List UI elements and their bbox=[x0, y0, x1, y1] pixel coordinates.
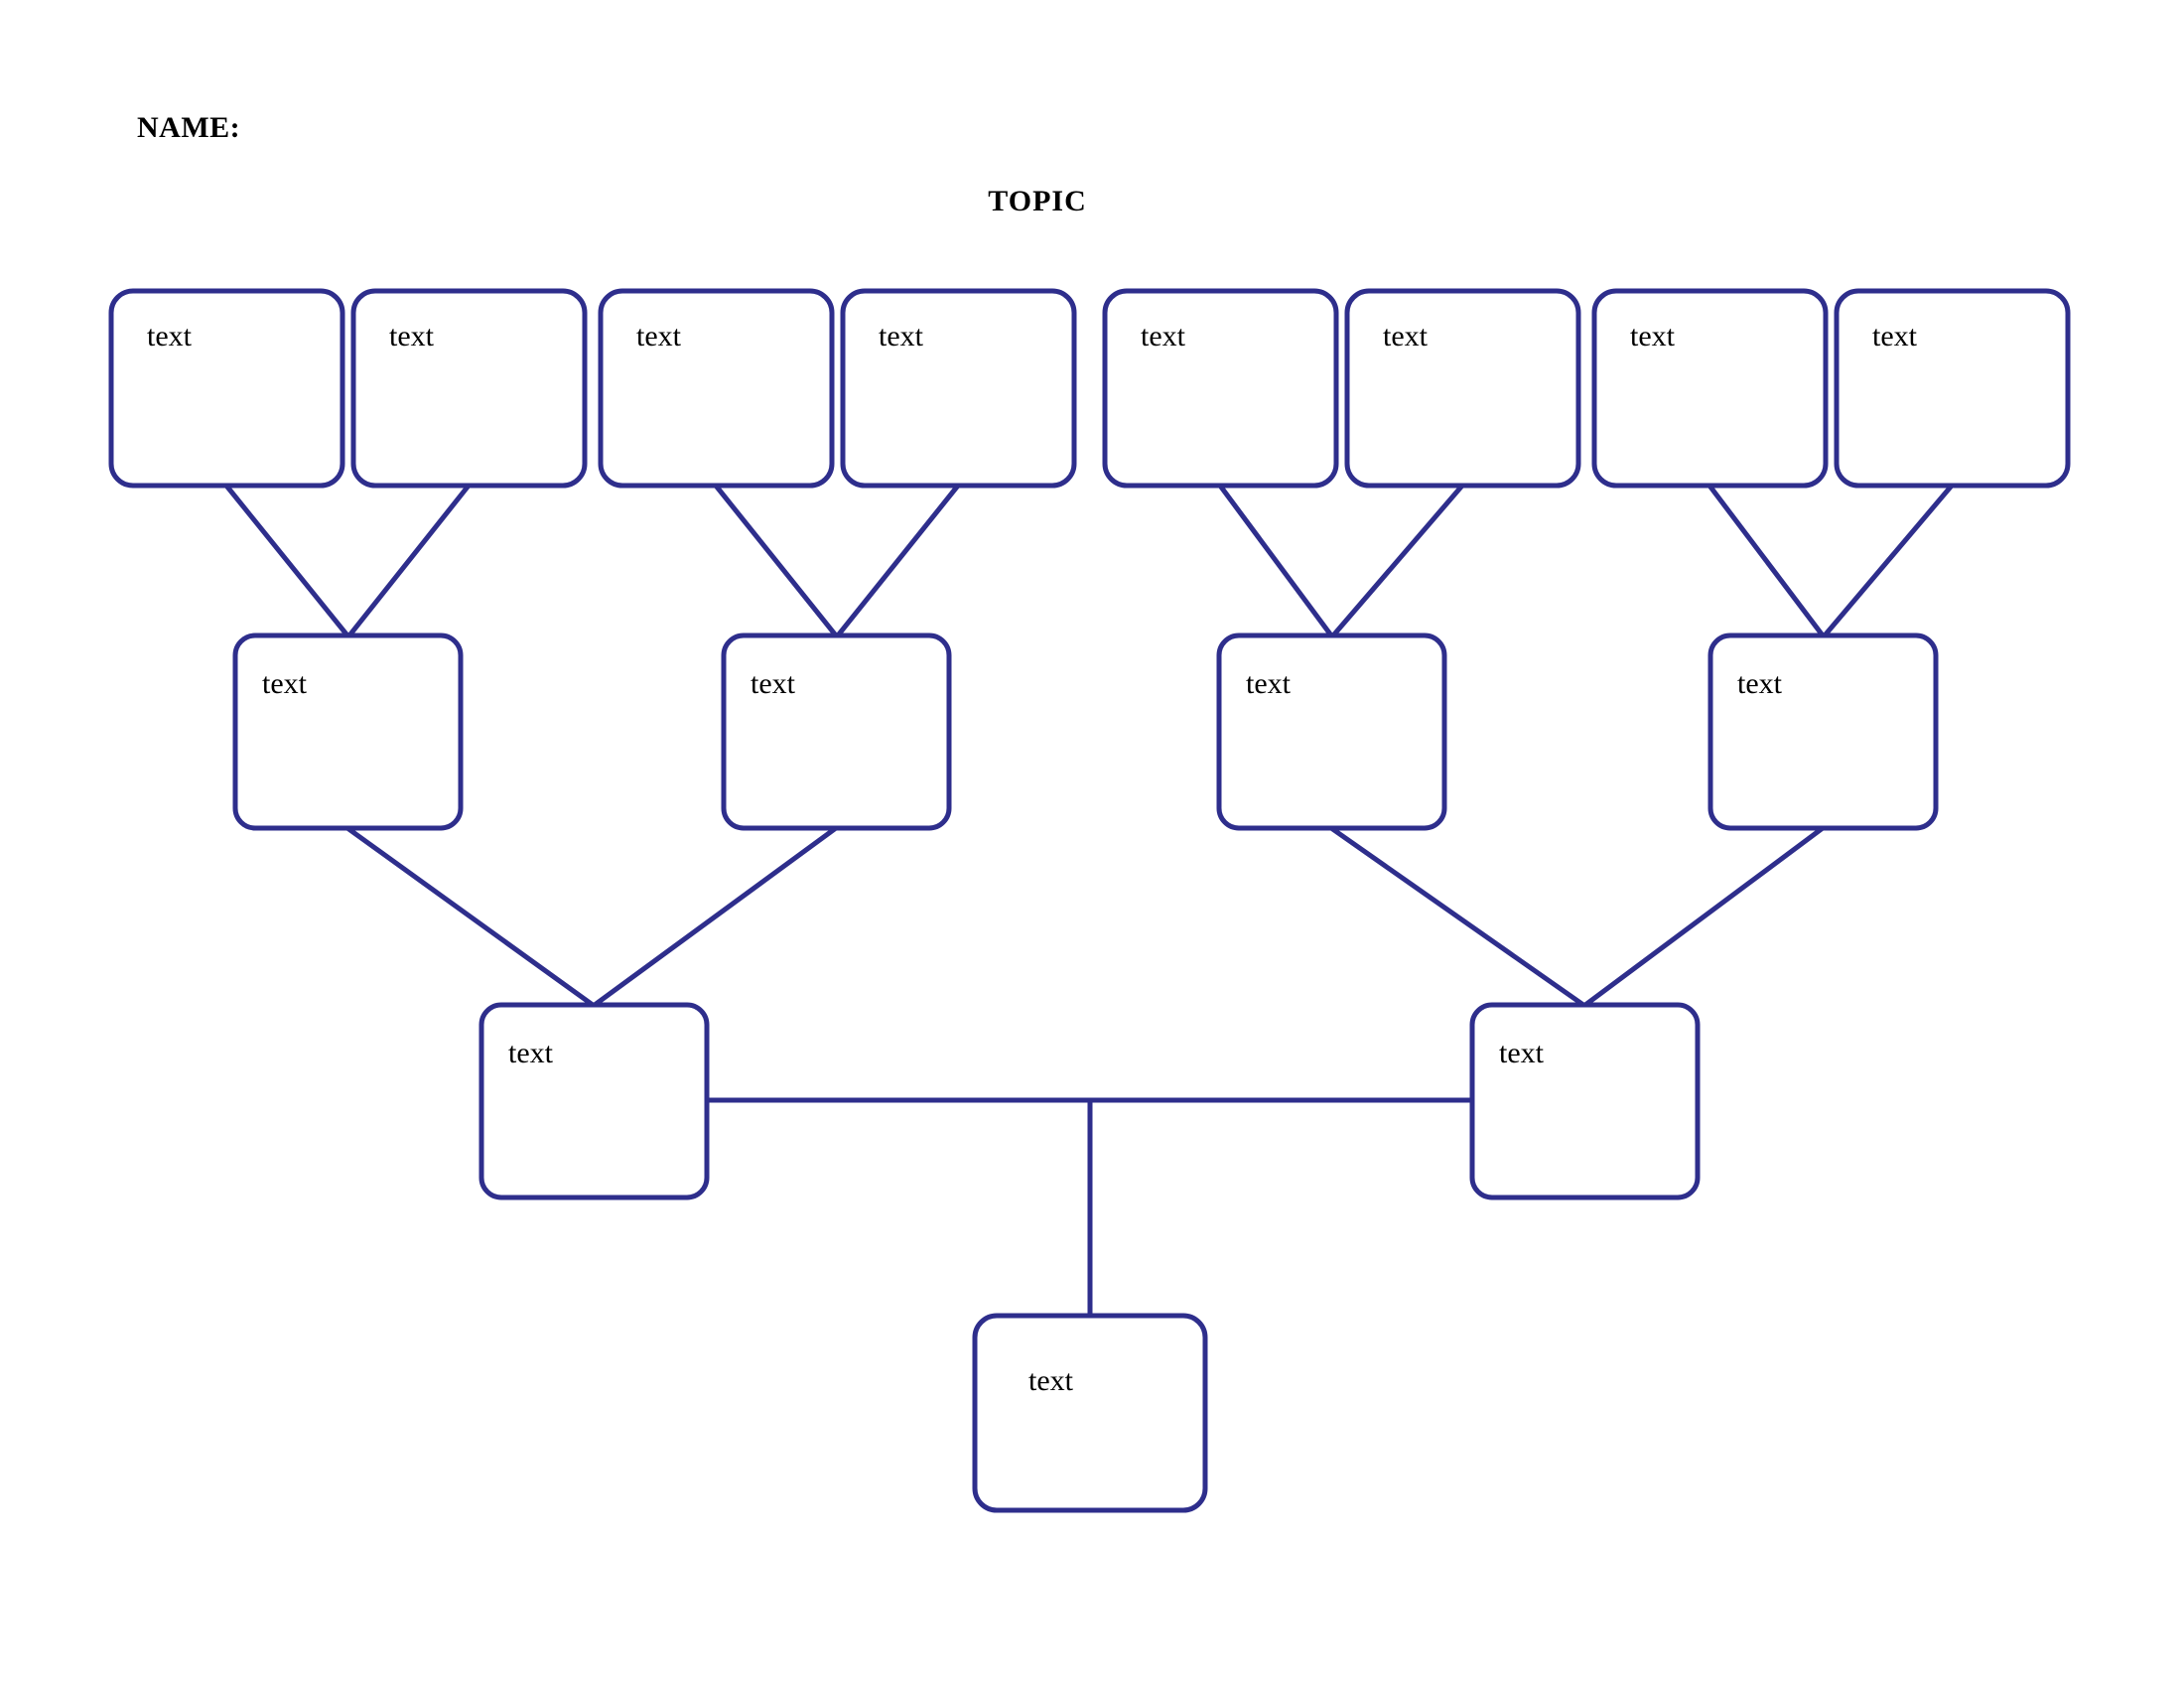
connector-mid3-branchright bbox=[1329, 825, 1585, 1008]
node-branch-right-label: text bbox=[1499, 1037, 1545, 1069]
node-root[interactable]: text bbox=[972, 1313, 1208, 1513]
node-group: text text text text text text bbox=[108, 288, 2071, 1513]
node-mid-1[interactable]: text bbox=[232, 633, 464, 831]
node-mid-1-label: text bbox=[262, 667, 308, 700]
connector-group bbox=[224, 484, 1954, 1316]
node-leaf-2-box[interactable] bbox=[350, 288, 588, 489]
node-leaf-6-label: text bbox=[1383, 320, 1429, 352]
node-leaf-2[interactable]: text bbox=[350, 288, 588, 489]
connector-mid2-branchleft bbox=[593, 825, 838, 1008]
node-leaf-3[interactable]: text bbox=[598, 288, 835, 489]
node-leaf-3-label: text bbox=[636, 320, 682, 352]
node-leaf-4[interactable]: text bbox=[840, 288, 1077, 489]
connector-mid4-branchright bbox=[1583, 825, 1825, 1008]
node-leaf-4-box[interactable] bbox=[840, 288, 1077, 489]
connector-leaf5-mid3 bbox=[1217, 484, 1334, 637]
page-title: TOPIC bbox=[988, 185, 1087, 217]
node-leaf-7-label: text bbox=[1630, 320, 1676, 352]
node-root-label: text bbox=[1028, 1364, 1074, 1397]
node-leaf-8-label: text bbox=[1872, 320, 1918, 352]
node-leaf-5[interactable]: text bbox=[1102, 288, 1339, 489]
node-leaf-1-label: text bbox=[147, 320, 193, 352]
connector-leaf1-mid1 bbox=[224, 484, 349, 637]
node-leaf-6-box[interactable] bbox=[1344, 288, 1581, 489]
node-branch-left-box[interactable] bbox=[478, 1002, 710, 1200]
connector-leaf4-mid2 bbox=[836, 484, 960, 637]
connector-leaf8-mid4 bbox=[1823, 484, 1954, 637]
node-root-box[interactable] bbox=[972, 1313, 1208, 1513]
node-leaf-7-box[interactable] bbox=[1591, 288, 1829, 489]
connector-leaf7-mid4 bbox=[1707, 484, 1825, 637]
node-mid-2-box[interactable] bbox=[721, 633, 952, 831]
node-leaf-4-label: text bbox=[879, 320, 924, 352]
node-mid-3-box[interactable] bbox=[1216, 633, 1447, 831]
node-mid-2-label: text bbox=[751, 667, 796, 700]
node-mid-3-label: text bbox=[1246, 667, 1292, 700]
node-leaf-7[interactable]: text bbox=[1591, 288, 1829, 489]
node-leaf-8-box[interactable] bbox=[1834, 288, 2071, 489]
node-mid-4[interactable]: text bbox=[1707, 633, 1939, 831]
node-leaf-3-box[interactable] bbox=[598, 288, 835, 489]
name-field-label: NAME: bbox=[137, 111, 241, 144]
node-branch-left-label: text bbox=[508, 1037, 554, 1069]
node-mid-2[interactable]: text bbox=[721, 633, 952, 831]
connector-leaf3-mid2 bbox=[714, 484, 838, 637]
node-leaf-5-box[interactable] bbox=[1102, 288, 1339, 489]
node-leaf-1[interactable]: text bbox=[108, 288, 345, 489]
node-leaf-8[interactable]: text bbox=[1834, 288, 2071, 489]
node-leaf-2-label: text bbox=[389, 320, 435, 352]
connector-mid1-branchleft bbox=[345, 825, 595, 1008]
connector-leaf6-mid3 bbox=[1331, 484, 1464, 637]
node-mid-1-box[interactable] bbox=[232, 633, 464, 831]
node-mid-3[interactable]: text bbox=[1216, 633, 1447, 831]
node-branch-left[interactable]: text bbox=[478, 1002, 710, 1200]
node-leaf-5-label: text bbox=[1141, 320, 1186, 352]
node-mid-4-box[interactable] bbox=[1707, 633, 1939, 831]
node-leaf-1-box[interactable] bbox=[108, 288, 345, 489]
connector-leaf2-mid1 bbox=[347, 484, 471, 637]
node-branch-right[interactable]: text bbox=[1469, 1002, 1701, 1200]
node-leaf-6[interactable]: text bbox=[1344, 288, 1581, 489]
node-mid-4-label: text bbox=[1737, 667, 1783, 700]
node-branch-right-box[interactable] bbox=[1469, 1002, 1701, 1200]
